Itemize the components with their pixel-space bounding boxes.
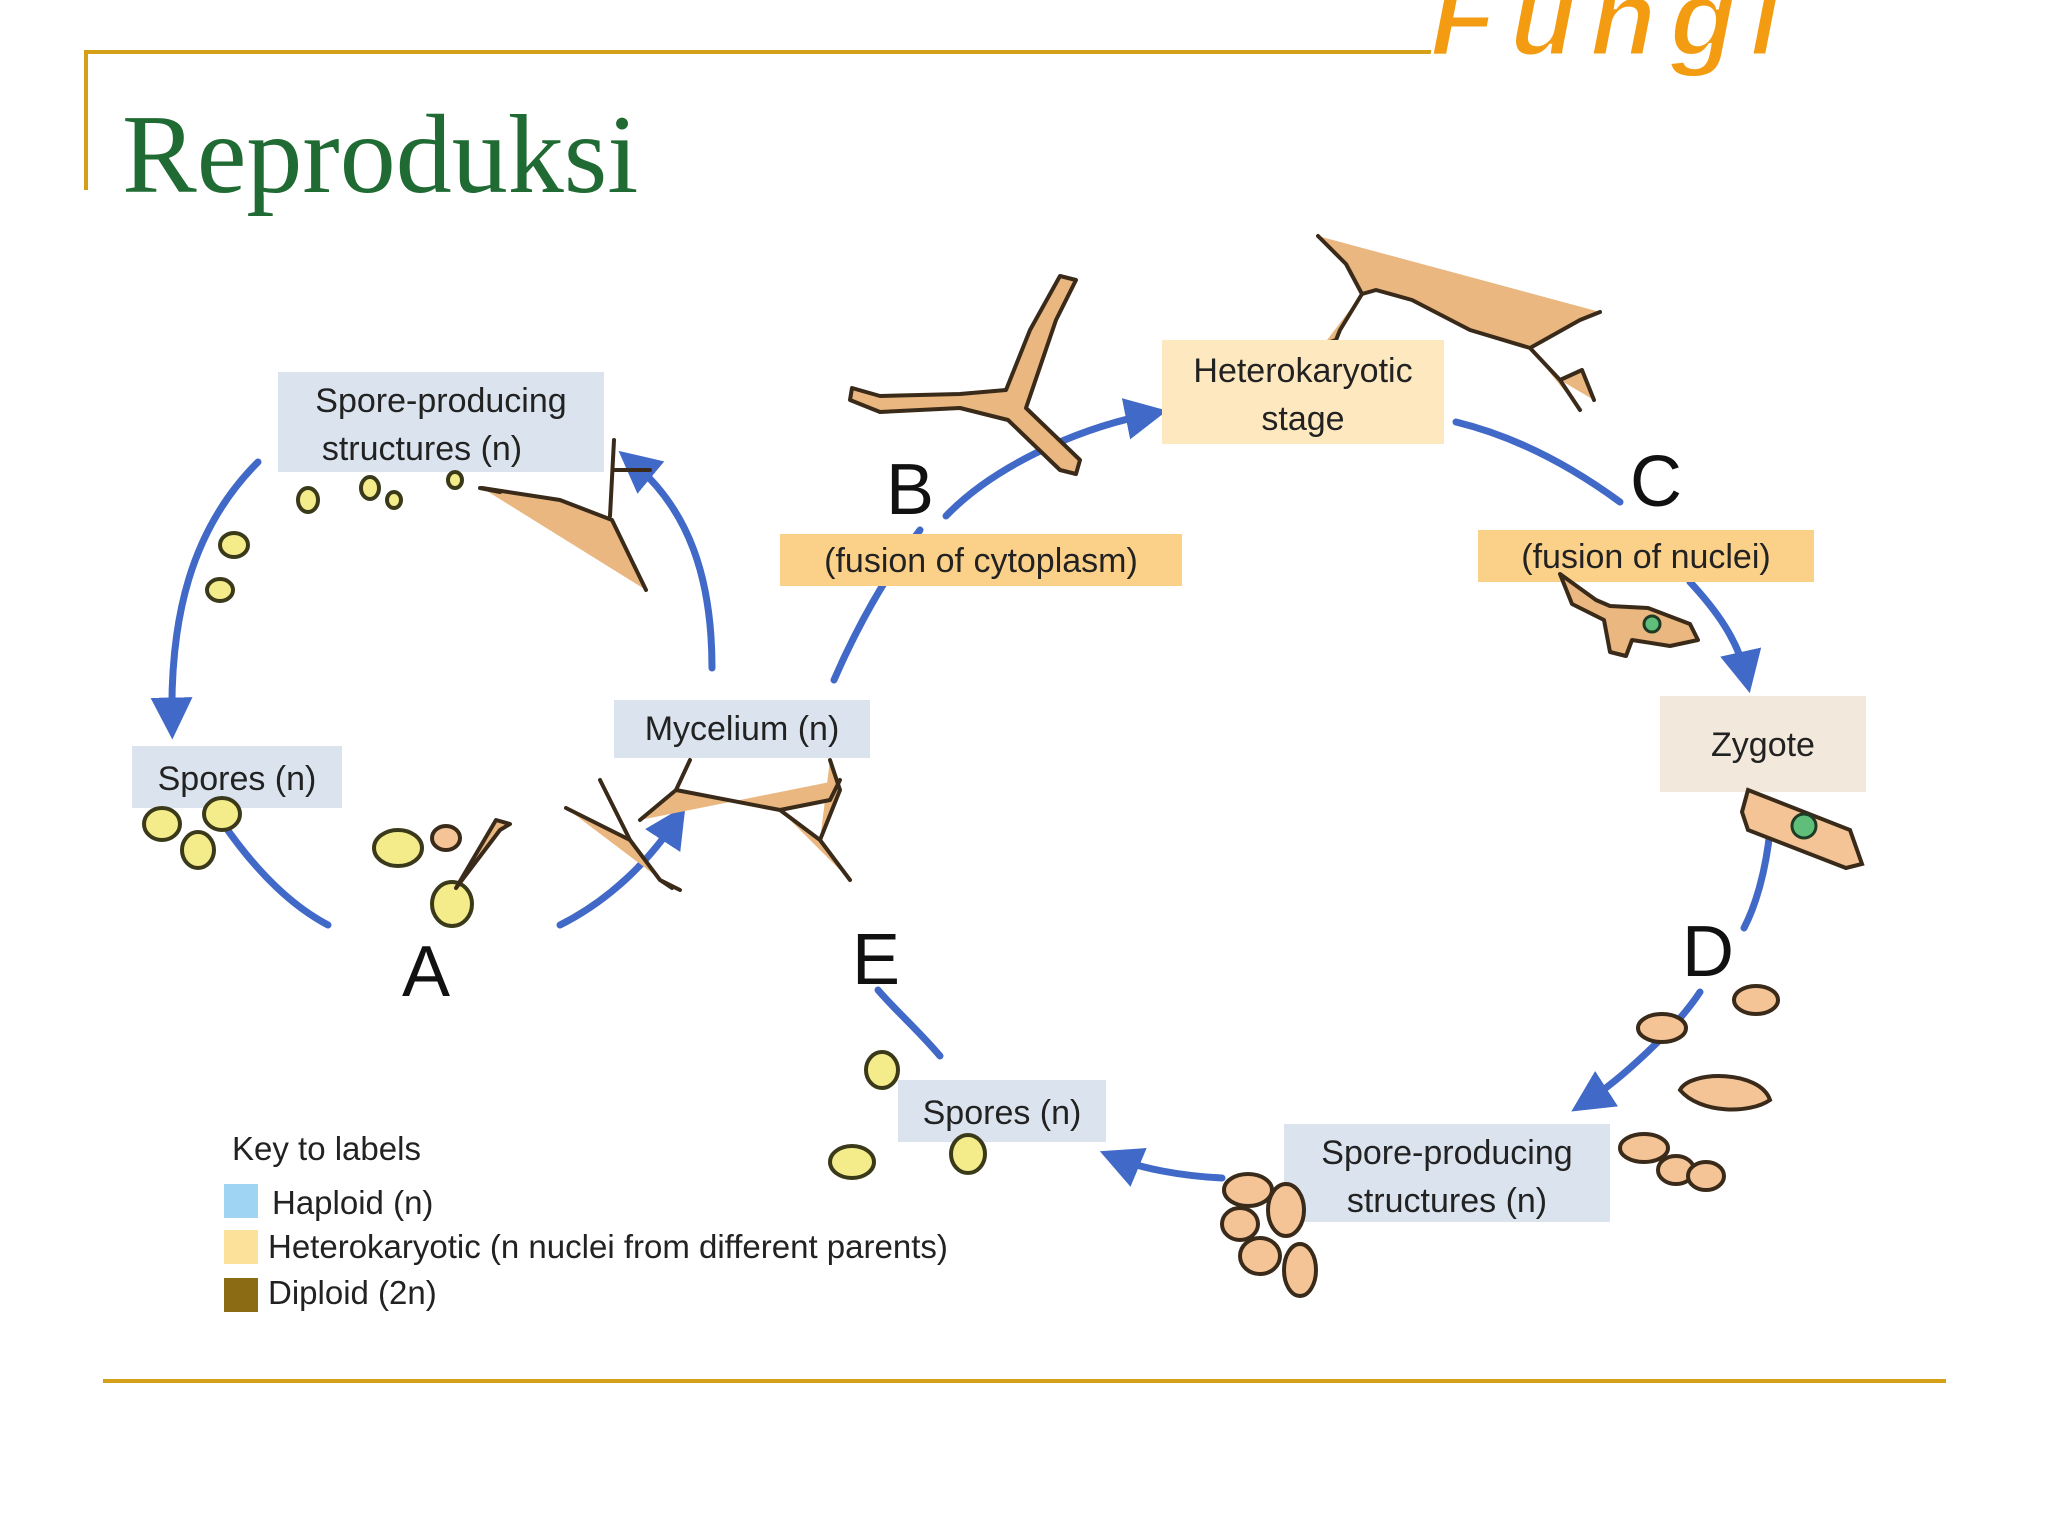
label-box-spores-bottom: [898, 1080, 1106, 1142]
step-letter-c: C: [1630, 442, 1682, 522]
legend: Key to labels Haploid (n) Heterokaryotic…: [224, 1130, 948, 1312]
arrow-structures-to-spores: [1099, 1148, 1226, 1187]
sporangium-cell-5: [1282, 1242, 1318, 1298]
spore-bottom-2: [828, 1144, 876, 1180]
brand-logo: Fungi: [1430, 0, 1794, 78]
label-box-mycelium: [614, 700, 870, 758]
sexual-cycle: B (fusion of cytoplasm) Heterokaryotic s…: [780, 234, 1866, 1298]
sporangium-cell-2: [1220, 1206, 1260, 1242]
sporangium-cell-4: [1238, 1236, 1282, 1276]
mycelium-group: Mycelium (n): [564, 700, 870, 892]
arrow-d-to-spore-structures: [1571, 988, 1704, 1112]
legend-title: Key to labels: [232, 1130, 421, 1167]
step-letter-d: D: [1682, 912, 1734, 992]
meiosis-cell-2: [1636, 1012, 1688, 1044]
spore-drop-4: [446, 470, 464, 490]
arrow-spores-to-e: [874, 986, 944, 1060]
spore-drop-3: [385, 490, 403, 510]
label-box-spore-producing-right: [1284, 1124, 1610, 1222]
fused-nucleus: [1642, 614, 1662, 634]
label-mycelium: Mycelium (n): [645, 710, 840, 748]
sporangium-cell-3: [1266, 1182, 1306, 1238]
spore-drop-2: [359, 475, 381, 501]
label-box-spores-left: [132, 746, 342, 808]
germinating-spore-1: [372, 828, 424, 868]
arrow-spores-to-a: [218, 818, 332, 929]
spore-drop-6: [205, 577, 235, 603]
step-letter-b: B: [886, 450, 934, 530]
sporangium-cell-1: [1222, 1172, 1274, 1208]
sporangium-hypha-left: [478, 438, 652, 592]
meiosis-cell-3: [1677, 1074, 1773, 1112]
arrow-mycelium-to-structures: [618, 450, 716, 672]
legend-label-diploid: Diploid (2n): [268, 1274, 437, 1311]
spore-bottom-1: [864, 1050, 900, 1090]
arrow-heterokaryotic-to-c: [1452, 418, 1624, 506]
label-fusion-nuclei: (fusion of nuclei): [1521, 538, 1770, 576]
meiosis-cell-1: [1732, 984, 1780, 1016]
label-box-spore-producing-left: [278, 372, 604, 472]
germ-tube-1: [430, 824, 462, 852]
label-fusion-cytoplasm: (fusion of cytoplasm): [824, 542, 1138, 580]
slide-frame: [84, 50, 1946, 1383]
spore-drop-1: [296, 486, 320, 514]
spore-cluster-right: [1618, 1132, 1726, 1192]
arrow-zygote-to-d: [1740, 826, 1774, 932]
mycelium-hyphae: [564, 758, 852, 892]
legend-swatch-heterokaryotic: [224, 1230, 258, 1264]
arrow-a-to-mycelium: [556, 805, 686, 929]
heterokaryotic-hyphae: [1316, 234, 1602, 412]
arrow-c-to-zygote: [1686, 578, 1762, 694]
page-title: Reproduksi: [122, 93, 638, 217]
germ-tube-2: [454, 818, 512, 890]
nuclear-fusion-cells: [1558, 572, 1700, 658]
spore-drop-5: [218, 531, 250, 559]
label-heterokaryotic-1: Heterokaryotic: [1193, 352, 1412, 390]
label-box-heterokaryotic: [1162, 340, 1444, 444]
legend-swatch-haploid: [224, 1184, 258, 1218]
legend-label-haploid: Haploid (n): [272, 1184, 433, 1221]
spore-bottom-3: [949, 1133, 987, 1175]
step-letter-a: A: [402, 932, 450, 1012]
label-heterokaryotic-2: stage: [1261, 400, 1344, 438]
label-spore-producing-left-1: Spore-producing: [315, 382, 566, 420]
spore-left-2: [202, 796, 242, 832]
label-spores-bottom: Spores (n): [923, 1094, 1082, 1132]
legend-label-heterokaryotic: Heterokaryotic (n nuclei from different …: [268, 1228, 948, 1265]
arrow-b-to-heterokaryotic: [942, 398, 1168, 520]
zygote-nucleus: [1790, 812, 1818, 840]
label-spore-producing-right-1: Spore-producing: [1321, 1134, 1572, 1172]
spore-left-1: [142, 806, 182, 842]
label-box-zygote: [1660, 696, 1866, 792]
label-box-fusion-cytoplasm: [780, 534, 1182, 586]
label-zygote: Zygote: [1711, 726, 1815, 764]
spore-left-3: [180, 830, 216, 870]
germinating-spore-2: [430, 880, 474, 928]
step-letter-e: E: [852, 920, 900, 1000]
asexual-cycle: Spore-producing structures (n) Spores (n…: [132, 372, 716, 1012]
hyphal-fusion-b: [848, 274, 1082, 476]
cluster-cell-1: [1618, 1132, 1670, 1164]
label-spore-producing-left-2: structures (n): [322, 430, 522, 468]
label-spore-producing-right-2: structures (n): [1347, 1182, 1547, 1220]
cluster-cell-3: [1686, 1160, 1726, 1192]
legend-swatch-diploid: [224, 1278, 258, 1312]
label-spores-left: Spores (n): [158, 760, 317, 798]
sporangium-cluster-bottom: [1220, 1172, 1318, 1298]
arrow-structures-to-spores: [150, 458, 262, 740]
label-box-fusion-nuclei: [1478, 530, 1814, 582]
